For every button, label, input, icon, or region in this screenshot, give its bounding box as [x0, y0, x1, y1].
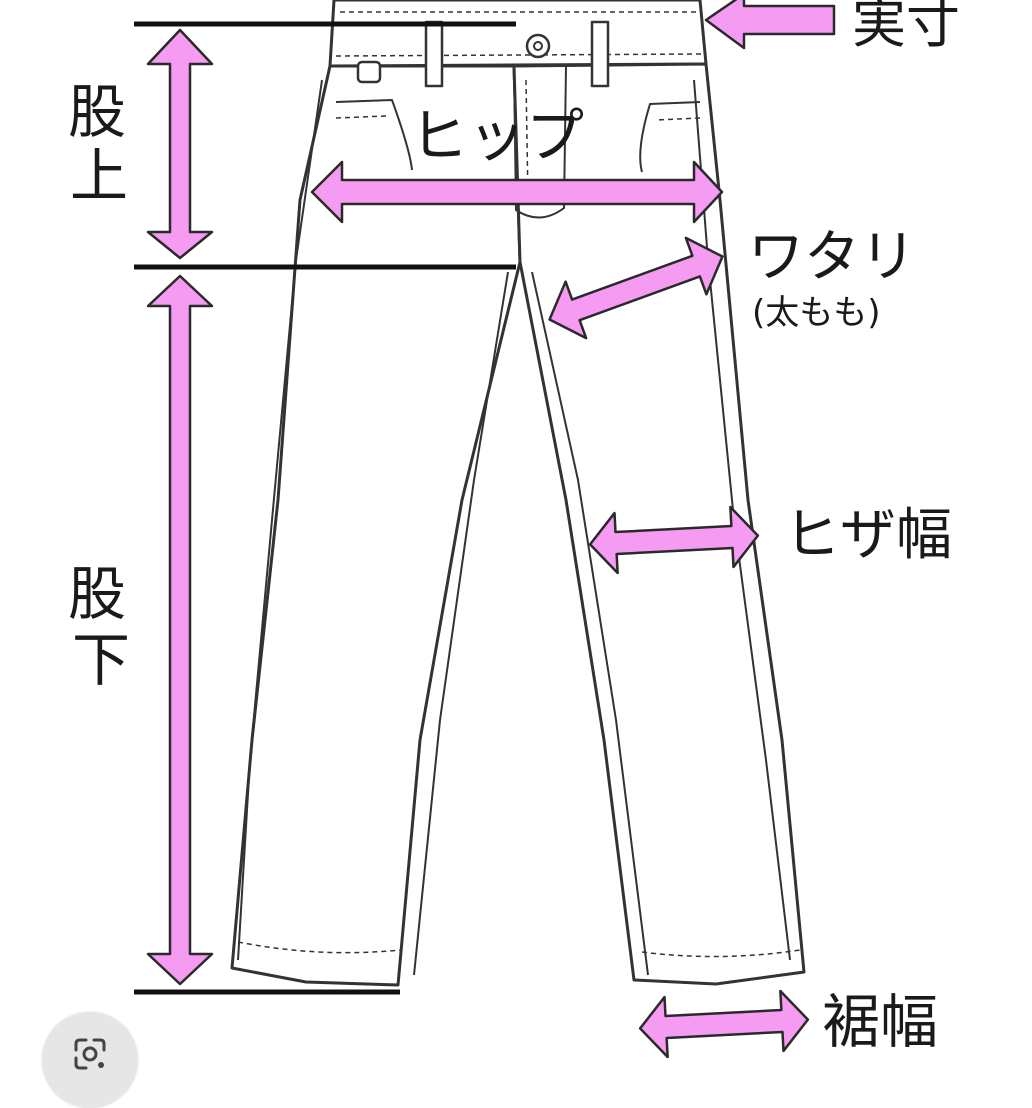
- arrows: [146, 0, 836, 1059]
- lens-search-button[interactable]: [42, 1012, 138, 1108]
- hem-width-label: 裾幅: [822, 988, 938, 1056]
- labels: 実寸 股 上 ヒップ ワタリ (太もも) ヒザ幅 股 下 裾幅: [68, 0, 960, 1056]
- google-lens-icon: [72, 1036, 108, 1076]
- knee-width-label: ヒザ幅: [784, 503, 952, 568]
- actual-size-arrow: [704, 0, 836, 50]
- thigh-label: ワタリ: [748, 225, 916, 290]
- hip-label: ヒップ: [410, 102, 584, 170]
- rise-arrow: [146, 28, 214, 260]
- waistband: [328, 0, 708, 68]
- inseam-label-top: 股: [68, 560, 126, 628]
- thigh-arrow: [548, 236, 724, 340]
- rise-label-top: 股: [68, 78, 126, 146]
- inseam-label-bottom: 下: [72, 626, 130, 694]
- rise-label-bottom: 上: [70, 142, 128, 210]
- measurement-lines: [134, 21, 516, 995]
- knee-width-arrow: [588, 505, 760, 575]
- actual-size-label: 実寸: [852, 0, 960, 55]
- hem-width-arrow: [638, 989, 810, 1059]
- hip-arrow: [310, 160, 724, 224]
- pants-measurement-diagram: 実寸 股 上 ヒップ ワタリ (太もも) ヒザ幅 股 下 裾幅: [68, 0, 960, 1059]
- inseam-arrow: [146, 274, 214, 986]
- thigh-note-label: (太もも): [752, 293, 881, 333]
